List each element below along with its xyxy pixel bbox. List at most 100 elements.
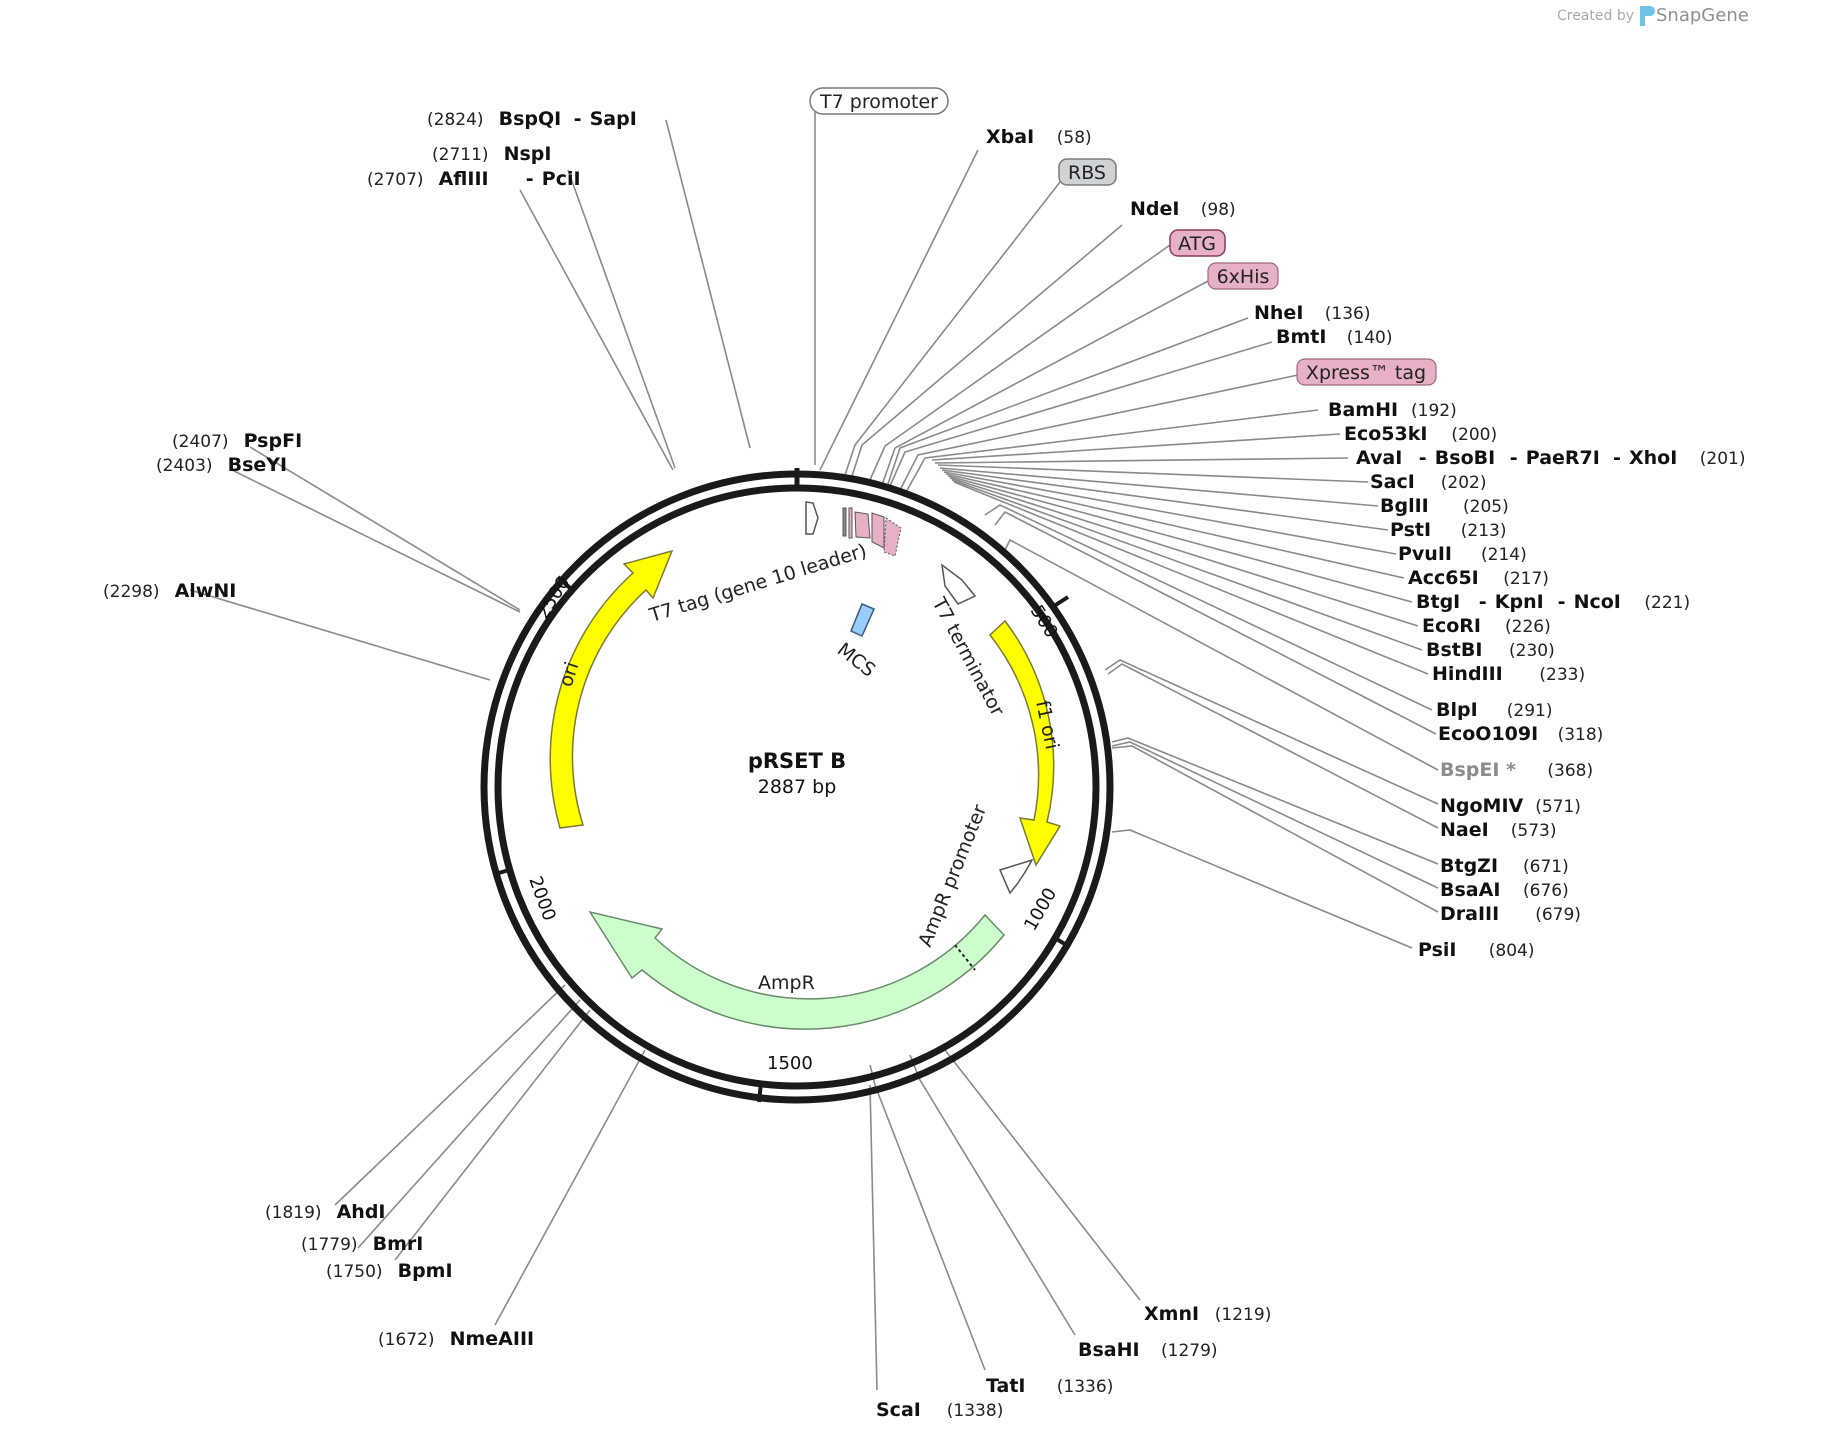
site-position: (202)	[1441, 473, 1487, 493]
leader-bmti	[889, 341, 1273, 487]
enzyme-name: BspQI	[499, 108, 562, 130]
site-position: (230)	[1509, 641, 1555, 661]
site-position: (205)	[1463, 497, 1509, 517]
ampr-feature	[588, 910, 1005, 1030]
enzyme-name: PstI	[1390, 519, 1431, 541]
plasmid-name: pRSET B	[748, 749, 846, 773]
rbs-callout: RBS	[1068, 162, 1106, 184]
site-bglii: BglII(205)	[1380, 495, 1509, 517]
leader-ngomiv	[1104, 659, 1439, 805]
site-bseyi: (2403)BseYI	[156, 454, 287, 476]
site-btgi: BtgI-KpnI-NcoI(221)	[1416, 591, 1690, 613]
credit-brand: SnapGene	[1656, 5, 1749, 26]
backbone	[480, 468, 1114, 1104]
feature-callouts: T7 promoter RBS ATG 6xHis Xpress™ tag	[809, 87, 1437, 386]
enzyme-name: HindIII	[1432, 663, 1503, 685]
enzyme-name: Acc65I	[1408, 567, 1479, 589]
site-position: (140)	[1347, 328, 1393, 348]
leader-avai	[934, 457, 1349, 464]
site-position: (1219)	[1215, 1305, 1272, 1325]
t7-tag-label: T7 tag (gene 10 leader)	[646, 540, 869, 627]
leader-naei	[1107, 663, 1439, 829]
t7-promoter-feature	[805, 501, 819, 535]
enzyme-name: BmrI	[373, 1233, 424, 1255]
site-position: (1779)	[301, 1235, 358, 1255]
site-bmti: BmtI(140)	[1276, 326, 1393, 348]
ampr-promoter-feature	[998, 858, 1034, 895]
features	[549, 501, 1062, 1030]
site-position: (368)	[1547, 761, 1593, 781]
rbs-feature	[842, 507, 847, 537]
site-position: (217)	[1503, 569, 1549, 589]
site-separator: -	[1613, 447, 1621, 469]
leader-xpress	[899, 374, 1299, 491]
site-naei: NaeI(573)	[1440, 819, 1557, 841]
enzyme-name: PciI	[542, 168, 581, 190]
leader-bspei	[1004, 538, 1439, 771]
leader-xmni	[944, 1049, 1141, 1301]
site-separator: -	[526, 168, 534, 190]
site-position: (98)	[1201, 200, 1236, 220]
leader-6xhis	[881, 279, 1211, 486]
enzyme-name: XmnI	[1144, 1303, 1199, 1325]
t7-tag-feature	[883, 517, 902, 557]
atg-callout: ATG	[1178, 233, 1216, 255]
site-bsahi: BsaHI(1279)	[1078, 1339, 1218, 1361]
site-position: (226)	[1505, 617, 1551, 637]
enzyme-name: NdeI	[1130, 198, 1179, 220]
leader-bspqi	[665, 119, 751, 449]
enzyme-name: PsiI	[1418, 939, 1456, 961]
site-position: (2407)	[172, 432, 229, 452]
site-saci: SacI(202)	[1370, 471, 1487, 493]
site-bsaai: BsaAI(676)	[1440, 879, 1569, 901]
site-position: (201)	[1700, 449, 1746, 469]
leader-ecoo109i	[994, 510, 1437, 735]
site-separator: -	[574, 108, 582, 130]
ampr-label: AmpR	[758, 972, 815, 994]
leader-ndei	[851, 224, 1123, 477]
site-position: (233)	[1539, 665, 1585, 685]
enzyme-name: NmeAIII	[450, 1328, 534, 1350]
tick-2000	[494, 867, 514, 876]
t7-promoter-callout-box	[809, 87, 949, 115]
site-xmni: XmnI (1219)	[1144, 1303, 1271, 1325]
site-nhei: NheI (136)	[1254, 302, 1371, 324]
leader-blpi	[984, 504, 1433, 711]
site-position: (291)	[1507, 701, 1553, 721]
leader-bseyi	[231, 469, 521, 613]
enzyme-name: NheI	[1254, 302, 1303, 324]
atg-callout-box	[1169, 229, 1226, 257]
enzyme-name: DraIII	[1440, 903, 1499, 925]
site-position: (1672)	[378, 1330, 435, 1350]
leader-pvuii	[943, 471, 1397, 555]
site-position: (573)	[1511, 821, 1557, 841]
xpress-callout: Xpress™ tag	[1306, 362, 1426, 384]
enzyme-name: PaeR7I	[1526, 447, 1600, 469]
site-position: (136)	[1325, 304, 1371, 324]
enzyme-name: BsaHI	[1078, 1339, 1140, 1361]
site-aflii: (2707)AflIII-PciI	[367, 168, 581, 190]
leader-scai	[869, 1084, 878, 1391]
leader-ecori	[949, 477, 1419, 627]
ampr-junction-dash	[954, 944, 976, 971]
6xhis-callout: 6xHis	[1217, 266, 1270, 288]
site-hindiii: HindIII (233)	[1432, 663, 1585, 685]
leader-bglii	[939, 467, 1379, 507]
enzyme-name: BlpI	[1436, 699, 1478, 721]
mcs-feature	[850, 603, 875, 637]
enzyme-name: AhdI	[337, 1201, 386, 1223]
enzyme-name: NgoMIV	[1440, 795, 1524, 817]
site-pvuii: PvuII(214)	[1398, 543, 1527, 565]
site-scai: ScaI(1338)	[876, 1399, 1003, 1421]
site-position: (214)	[1481, 545, 1527, 565]
enzyme-name: NspI	[504, 143, 552, 165]
site-psii: PsiI(804)	[1418, 939, 1535, 961]
leader-nmeaiii	[494, 1049, 646, 1326]
leader-aflii	[519, 189, 674, 471]
site-tati: TatI(1336)	[986, 1375, 1113, 1397]
xpress-feature	[871, 512, 885, 549]
tick-500	[1049, 595, 1070, 610]
leader-psii	[1111, 829, 1413, 949]
enzyme-name: ScaI	[876, 1399, 921, 1421]
